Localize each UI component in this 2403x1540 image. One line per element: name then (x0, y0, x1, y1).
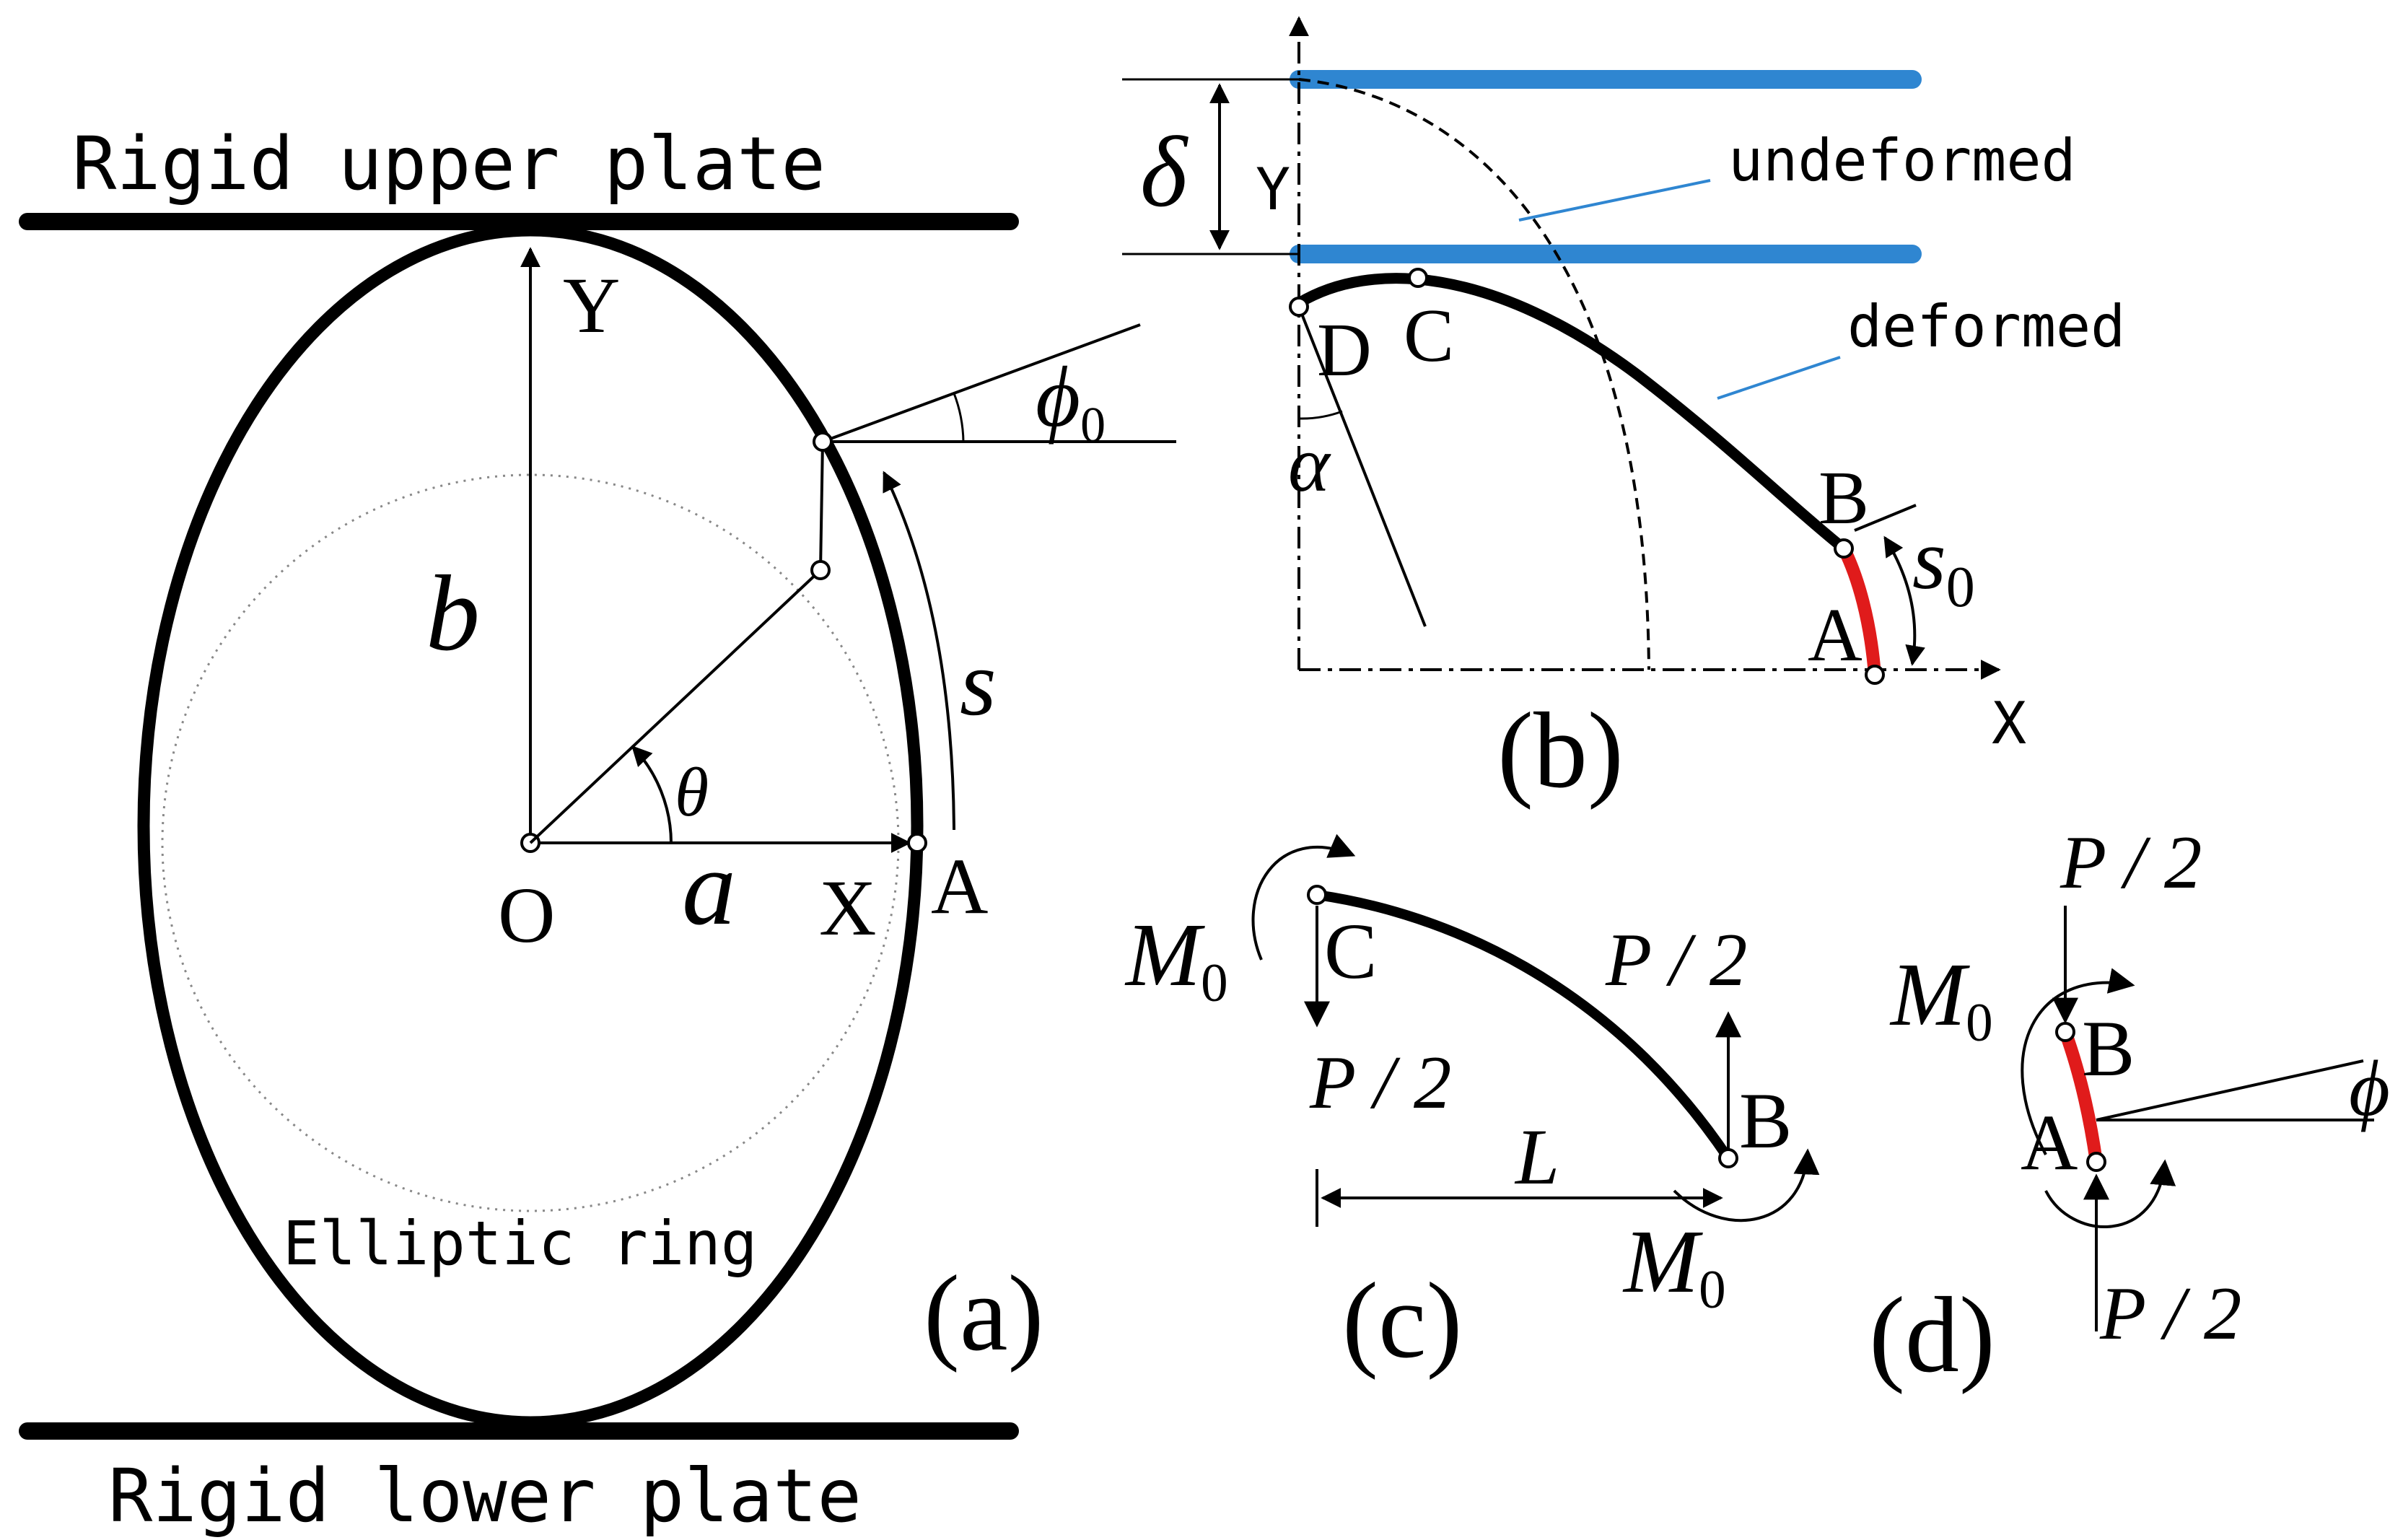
point-b-label: B (1818, 455, 1869, 540)
point-b (1718, 1148, 1738, 1168)
caption-d: (d) (1869, 1275, 1995, 1395)
deformed-leader (1717, 356, 1841, 400)
point-c-label: C (1324, 907, 1377, 995)
undeformed-leader (1518, 179, 1711, 222)
undeformed-quarter-ring (1298, 78, 1650, 670)
moment-top-label: M0 (1889, 945, 1993, 1053)
panel-a: Rigid upper plate Rigid lower plate Y X … (19, 121, 1176, 1539)
beam-cb (1316, 890, 1733, 1161)
caption-b: (b) (1497, 691, 1624, 810)
point-b-label: B (1739, 1077, 1792, 1165)
lower-plate-label: Rigid lower plate (108, 1453, 862, 1539)
deformed-quarter-ring (1296, 273, 1847, 553)
radius-line (529, 569, 822, 844)
force-b-label: P / 2 (1605, 917, 1747, 1002)
x-axis-label-b: X (1992, 690, 2026, 757)
phi0-label: ϕ0 (1036, 349, 1106, 453)
moment-bottom-arrow (2044, 1159, 2176, 1228)
force-c-label: P / 2 (1309, 1040, 1451, 1124)
length-label: L (1514, 1113, 1559, 1201)
arc-length-label: s (960, 631, 997, 735)
point-a-label: A (2021, 1098, 2078, 1186)
s0-label: s0 (1912, 511, 1975, 619)
phi-label: ϕ (2349, 1044, 2390, 1132)
phi0-arc (953, 393, 965, 442)
point-a (2086, 1152, 2106, 1172)
point-a-label: A (931, 842, 988, 930)
moment-b-label: M0 (1622, 1212, 1726, 1320)
point-a (1865, 665, 1885, 685)
moment-c-label: M0 (1124, 906, 1228, 1013)
point-a-label: A (1808, 592, 1863, 677)
tangent-line (822, 323, 1141, 443)
upper-plate-label: Rigid upper plate (72, 121, 826, 207)
origin-label: O (498, 871, 555, 959)
point-a (907, 833, 927, 853)
panel-c: C M0 P / 2 P / 2 B M0 L (c) (1124, 834, 1820, 1381)
moment-top-arrow (2021, 968, 2135, 1155)
theta-label: θ (675, 753, 709, 831)
ring-label: Elliptic ring (283, 1208, 757, 1279)
panel-b: Y X δ undeformed deformed α D C B A s0 (… (1122, 16, 2125, 810)
point-b-label: B (2082, 1005, 2135, 1093)
projection-line (819, 441, 824, 571)
theta-arc (631, 745, 673, 844)
alpha-arc (1298, 410, 1343, 420)
semi-axis-a: a (682, 828, 736, 948)
deformed-label: deformed (1847, 293, 2125, 360)
force-bottom-label: P / 2 (2099, 1271, 2241, 1355)
point-d-label: D (1317, 307, 1372, 392)
undeformed-label: undeformed (1728, 127, 2076, 194)
elliptic-ring (137, 224, 924, 1429)
alpha-line (1297, 306, 1427, 627)
x-axis-label: X (819, 864, 876, 952)
s0-tick (1854, 504, 1917, 532)
s0-arc-arrow (1883, 535, 1925, 666)
point-b (2055, 1022, 2075, 1042)
tangent-point (813, 432, 833, 452)
point-d (1289, 297, 1309, 317)
red-segment-b (1837, 545, 1881, 675)
point-c (1307, 885, 1327, 905)
circle-point (810, 560, 831, 580)
red-segment-d (2059, 1029, 2103, 1163)
point-c-label: C (1404, 293, 1454, 377)
tangent-d (2096, 1059, 2364, 1121)
y-axis-label: Y (563, 261, 620, 349)
delta-label: δ (1140, 116, 1189, 228)
panel-d: P / 2 B M0 ϕ A P / 2 (d) (1869, 820, 2390, 1395)
y-axis-label-b: Y (1256, 156, 1290, 223)
arc-length-arrow (883, 471, 955, 831)
point-c (1408, 268, 1428, 288)
moment-c-arrow (1251, 834, 1356, 961)
caption-c: (c) (1342, 1261, 1462, 1381)
force-top-label: P / 2 (2060, 820, 2202, 904)
caption-a: (a) (924, 1254, 1043, 1373)
semi-axis-b: b (426, 554, 480, 673)
alpha-label: α (1288, 420, 1331, 508)
point-b (1834, 538, 1854, 559)
